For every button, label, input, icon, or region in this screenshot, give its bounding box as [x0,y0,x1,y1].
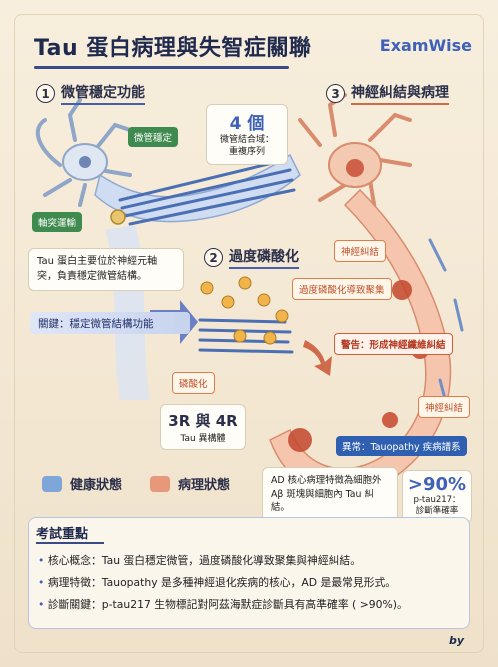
legend-healthy: 健康狀態 [42,474,122,493]
arrow-icon [303,340,332,376]
page-frame [14,14,484,653]
legend-pathology: 病理狀態 [150,474,230,493]
key-banner: 關鍵：穩定微管結構功能 [30,312,190,334]
list-item: 核心概念：Tau 蛋白穩定微管，過度磷酸化導致聚集與神經糾結。 [38,554,468,568]
title-underline [34,66,289,69]
tau-note-line2: 突，負責穩定微管結構。 [37,270,147,282]
domain-desc-line1: 微管結合域： [219,135,274,145]
tag-microtubule-stable: 微管穩定 [128,127,179,147]
brand-logo: ExamWise [379,36,472,55]
isoform-value: 3R 與 4R [168,412,238,430]
legend-pathology-label: 病理狀態 [178,478,231,493]
tag-tangle-top: 神經糾結 [334,240,387,262]
ad-note-line2: Aβ 斑塊與細胞內 Tau 糾結。 [271,488,374,514]
ptau217-value: >90% [407,474,467,495]
section2-title: 過度磷酸化 [229,246,299,269]
domain-count: 4 個 [229,114,265,134]
neuron-healthy-icon [35,98,132,207]
isoform-box: 3R 與 4R Tau 異構體 [160,404,246,450]
phosphate-icon [200,276,289,345]
isoform-desc: Tau 異構體 [180,434,226,444]
tau-note-line1: Tau 蛋白主要位於神經元軸 [37,256,158,267]
exam-title-underline [36,542,104,544]
ptau217-line1: p-tau217： [413,495,461,505]
section3-title: 神經糾結與病理 [351,82,449,105]
tag-phosphorylation: 磷酸化 [172,372,215,394]
section1-title: 微管穩定功能 [61,82,145,105]
section3-heading: 3 神經糾結與病理 [326,82,449,105]
page-title: Tau 蛋白病理與失智症關聯 [34,36,312,61]
tag-aggregation: 過度磷酸化導致聚集 [292,278,392,300]
ptau217-line2: 診斷準確率 [415,506,459,517]
neuron-diseased-icon [298,93,412,212]
ptau217-stat-box: >90% p-tau217： 診斷準確率 [402,470,472,524]
vesicle-icon [110,209,126,225]
tangle-icon [288,280,429,452]
legend-healthy-label: 健康狀態 [70,478,123,493]
legend-healthy-swatch [42,475,62,492]
list-item: 診斷關鍵：p-tau217 生物標記對阿茲海默症診斷具有高準確率 ( >90%)… [38,598,468,612]
exam-points-list: 核心概念：Tau 蛋白穩定微管，過度磷酸化導致聚集與神經糾結。 病理特徵：Tau… [38,554,468,621]
domain-desc-line2: 重複序列 [228,147,265,158]
tag-warning: 警告：形成神經纖維糾結 [334,333,453,355]
tau-location-note: Tau 蛋白主要位於神經元軸 突，負責穩定微管結構。 [28,248,184,291]
section1-number: 1 [36,84,55,103]
tag-axonal-transport: 軸突運輸 [32,212,83,232]
tag-abnormal: 異常：Tauopathy 疾病譜系 [336,436,467,456]
section3-number: 3 [326,84,345,103]
ad-pathology-note: AD 核心病理特徵為細胞外 Aβ 斑塊與細胞內 Tau 糾結。 [262,467,398,522]
exam-points-title: 考試重點 [36,527,89,542]
section2-number: 2 [204,248,223,267]
ad-note-line1: AD 核心病理特徵為細胞外 [271,475,382,486]
section1-heading: 1 微管穩定功能 [36,82,145,105]
tag-tangle-bottom: 神經糾結 [418,396,471,418]
microtubule-domain-count-box: 4 個 微管結合域： 重複序列 [206,104,288,166]
legend-pathology-swatch [150,475,170,492]
list-item: 病理特徵：Tauopathy 是多種神經退化疾病的核心，AD 是最常見形式。 [38,576,468,590]
microtubule-icon [118,158,296,226]
footer-by: by [448,634,464,647]
section2-heading: 2 過度磷酸化 [204,246,299,269]
